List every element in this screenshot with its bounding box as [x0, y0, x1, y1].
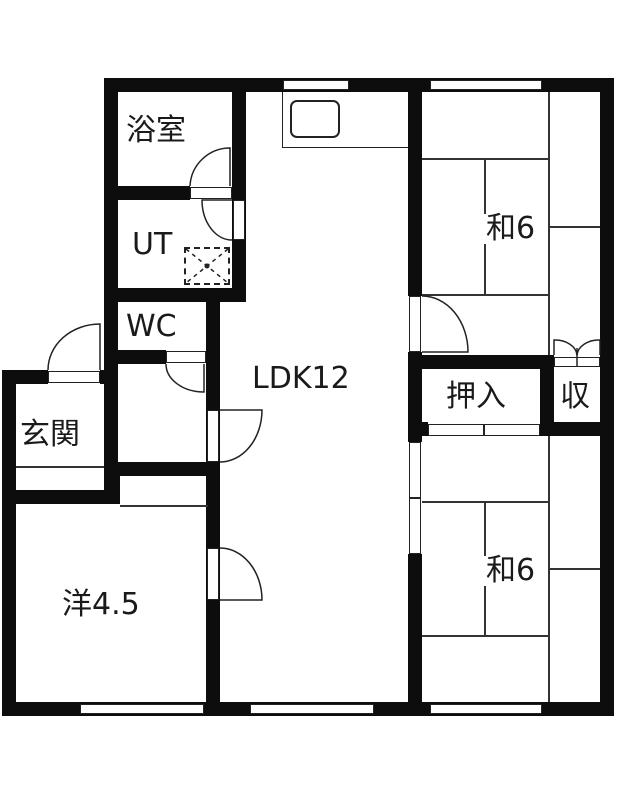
room-label-entrance: 玄関: [18, 417, 82, 452]
room-label-wc: WC: [124, 309, 179, 344]
door-entrance: [47, 323, 101, 371]
wall-ldk-right: [408, 78, 422, 296]
room-label-washitsu-north: 和6: [484, 211, 538, 246]
door-ut: [201, 199, 233, 241]
wall-bath-ut: [104, 186, 190, 200]
door-storage-right: [576, 339, 601, 356]
wall-entrance-top: [2, 370, 48, 384]
wall-storage-bottom: [540, 422, 612, 436]
room-label-washitsu-south: 和6: [484, 553, 538, 588]
tatami-line: [548, 436, 550, 702]
kitchen-sink: [290, 100, 340, 138]
door-washitsu: [421, 295, 469, 353]
sliding-door-washitsu-south-a: [409, 442, 421, 498]
door-frame-bath: [190, 187, 232, 199]
door-frame-ldk-hall: [207, 410, 219, 462]
tatami-line: [422, 294, 548, 296]
western-closet-line: [120, 505, 208, 507]
wall-left-lower: [2, 370, 16, 716]
wall-left-upper: [104, 78, 118, 378]
wall-closet-western-left: [104, 476, 120, 504]
wall-closet-top: [408, 355, 554, 369]
wall-wc-bottom: [104, 350, 166, 364]
door-frame-washitsu-north: [409, 296, 421, 352]
wall-closet-bottom: [408, 422, 428, 436]
wall-closet-storage-divider: [540, 355, 554, 435]
washing-machine-pan: [184, 247, 230, 285]
room-label-closet: 押入: [444, 379, 508, 414]
closet-sliding-door-a: [428, 424, 484, 436]
door-frame-ut: [233, 200, 245, 240]
room-label-bath: 浴室: [124, 113, 188, 148]
door-bath: [189, 147, 231, 187]
room-label-ut: UT: [132, 227, 173, 262]
window-washitsu-top: [430, 80, 542, 90]
door-frame-wc: [166, 351, 206, 363]
tatami-line: [548, 92, 550, 355]
entrance-step-line: [16, 466, 104, 468]
wall-western-top: [2, 490, 120, 504]
room-label-storage: 収: [558, 379, 592, 414]
wall-bath-right: [232, 78, 246, 296]
wall-ldk-right-lower: [408, 554, 422, 716]
door-ldk: [219, 409, 263, 463]
closet-sliding-door-b: [484, 424, 540, 436]
sliding-door-washitsu-south-b: [409, 498, 421, 554]
window-western-bottom: [80, 704, 204, 714]
window-ldk-bottom: [250, 704, 374, 714]
tatami-line: [422, 635, 548, 637]
window-washitsu-bottom: [430, 704, 542, 714]
door-frame-western: [207, 548, 219, 600]
wall-entrance-bottom: [104, 462, 220, 476]
door-frame-entrance: [48, 371, 100, 383]
wall-ldk-right-mid: [408, 352, 422, 442]
door-storage-left: [553, 339, 578, 356]
door-wc: [165, 363, 205, 393]
tatami-line: [550, 568, 600, 570]
tatami-line: [550, 226, 600, 228]
wall-wc-right: [206, 288, 220, 716]
wall-hall-left: [104, 364, 118, 464]
window-ldk-top: [283, 80, 349, 90]
room-label-ldk: LDK12: [250, 361, 352, 396]
wall-right: [600, 78, 614, 715]
door-western: [219, 547, 263, 601]
room-label-western: 洋4.5: [60, 587, 142, 622]
